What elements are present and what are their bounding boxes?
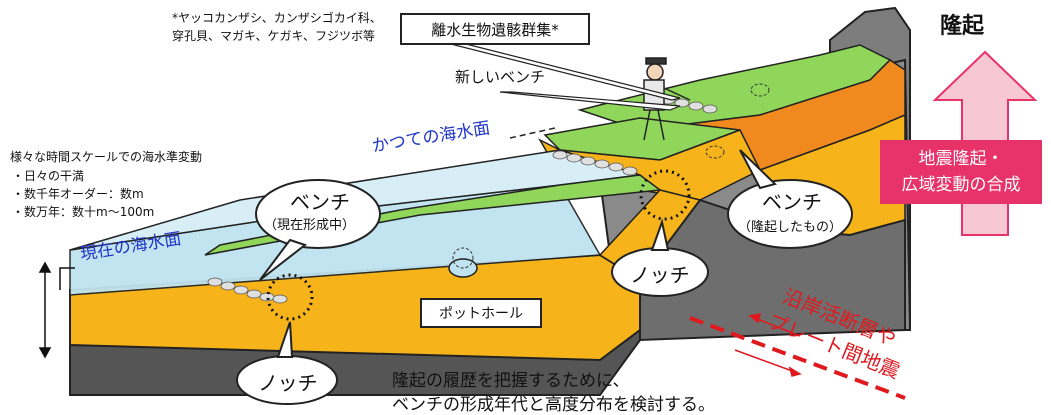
- notch-circle-upper: [639, 169, 691, 221]
- fault-arrows: [734, 313, 802, 377]
- notch-upper-label: ノッチ: [630, 263, 690, 287]
- bench-uplifted-bubble: [727, 179, 853, 249]
- sea-level-change-item: ・数万年：数十m〜100m: [12, 205, 155, 219]
- cause-line-1: 地震隆起・: [918, 149, 1004, 169]
- notch-circle-lower: [266, 273, 314, 321]
- footnote-line-2: 穿孔貝、マガキ、ケガキ、フジツボ等: [172, 29, 376, 43]
- conclusion-line-1: 隆起の履歴を把握するために、: [392, 371, 630, 391]
- bench-uplifted-title: ベンチ: [762, 190, 822, 214]
- sea-level-change-item: ・数千年オーダー：数m: [12, 187, 144, 201]
- cause-line-2: 広域変動の合成: [901, 175, 1021, 195]
- fossil-group-label: 離水生物遺骸群集*: [431, 20, 559, 39]
- footnote-line-1: *ヤッコカンザシ、カンザシゴカイ科、: [172, 11, 382, 25]
- pothole-label: ポットホール: [439, 306, 523, 322]
- pothole-box: ポットホール: [420, 298, 542, 328]
- bench-uplifted-subtitle: （隆起したもの）: [738, 220, 843, 235]
- pebbles-old-bench: [552, 150, 638, 176]
- new-bench-label: 新しいベンチ: [455, 68, 546, 86]
- notch-lower-label: ノッチ: [258, 371, 318, 395]
- fossil-group-box: 離水生物遺骸群集*: [400, 13, 590, 45]
- bench-current-green: [204, 174, 662, 256]
- cause-box: 地震隆起・ 広域変動の合成: [880, 140, 1042, 204]
- bench-current-bubble: [255, 179, 381, 249]
- sea-level-change-item: ・日々の干満: [12, 169, 85, 183]
- former-sea-level-line: [509, 127, 556, 139]
- sea-level-change-title: 様々な時間スケールでの海水準変動: [10, 150, 203, 164]
- pothole-dotted: [452, 247, 474, 269]
- conclusion-line-2: ベンチの形成年代と高度分布を検討する。: [392, 395, 715, 415]
- fault-lines: [689, 316, 906, 400]
- pebbles-new-bench: [660, 95, 718, 114]
- pebbles-current-bench: [207, 277, 288, 304]
- bench-current-subtitle: （現在形成中）: [264, 218, 356, 233]
- bench-current-title: ベンチ: [290, 190, 350, 214]
- tide-range-arrow: [38, 261, 75, 359]
- tide-pool-mid: [705, 145, 725, 159]
- tide-pool-upper: [750, 83, 770, 97]
- uplift-label: 隆起: [940, 14, 985, 39]
